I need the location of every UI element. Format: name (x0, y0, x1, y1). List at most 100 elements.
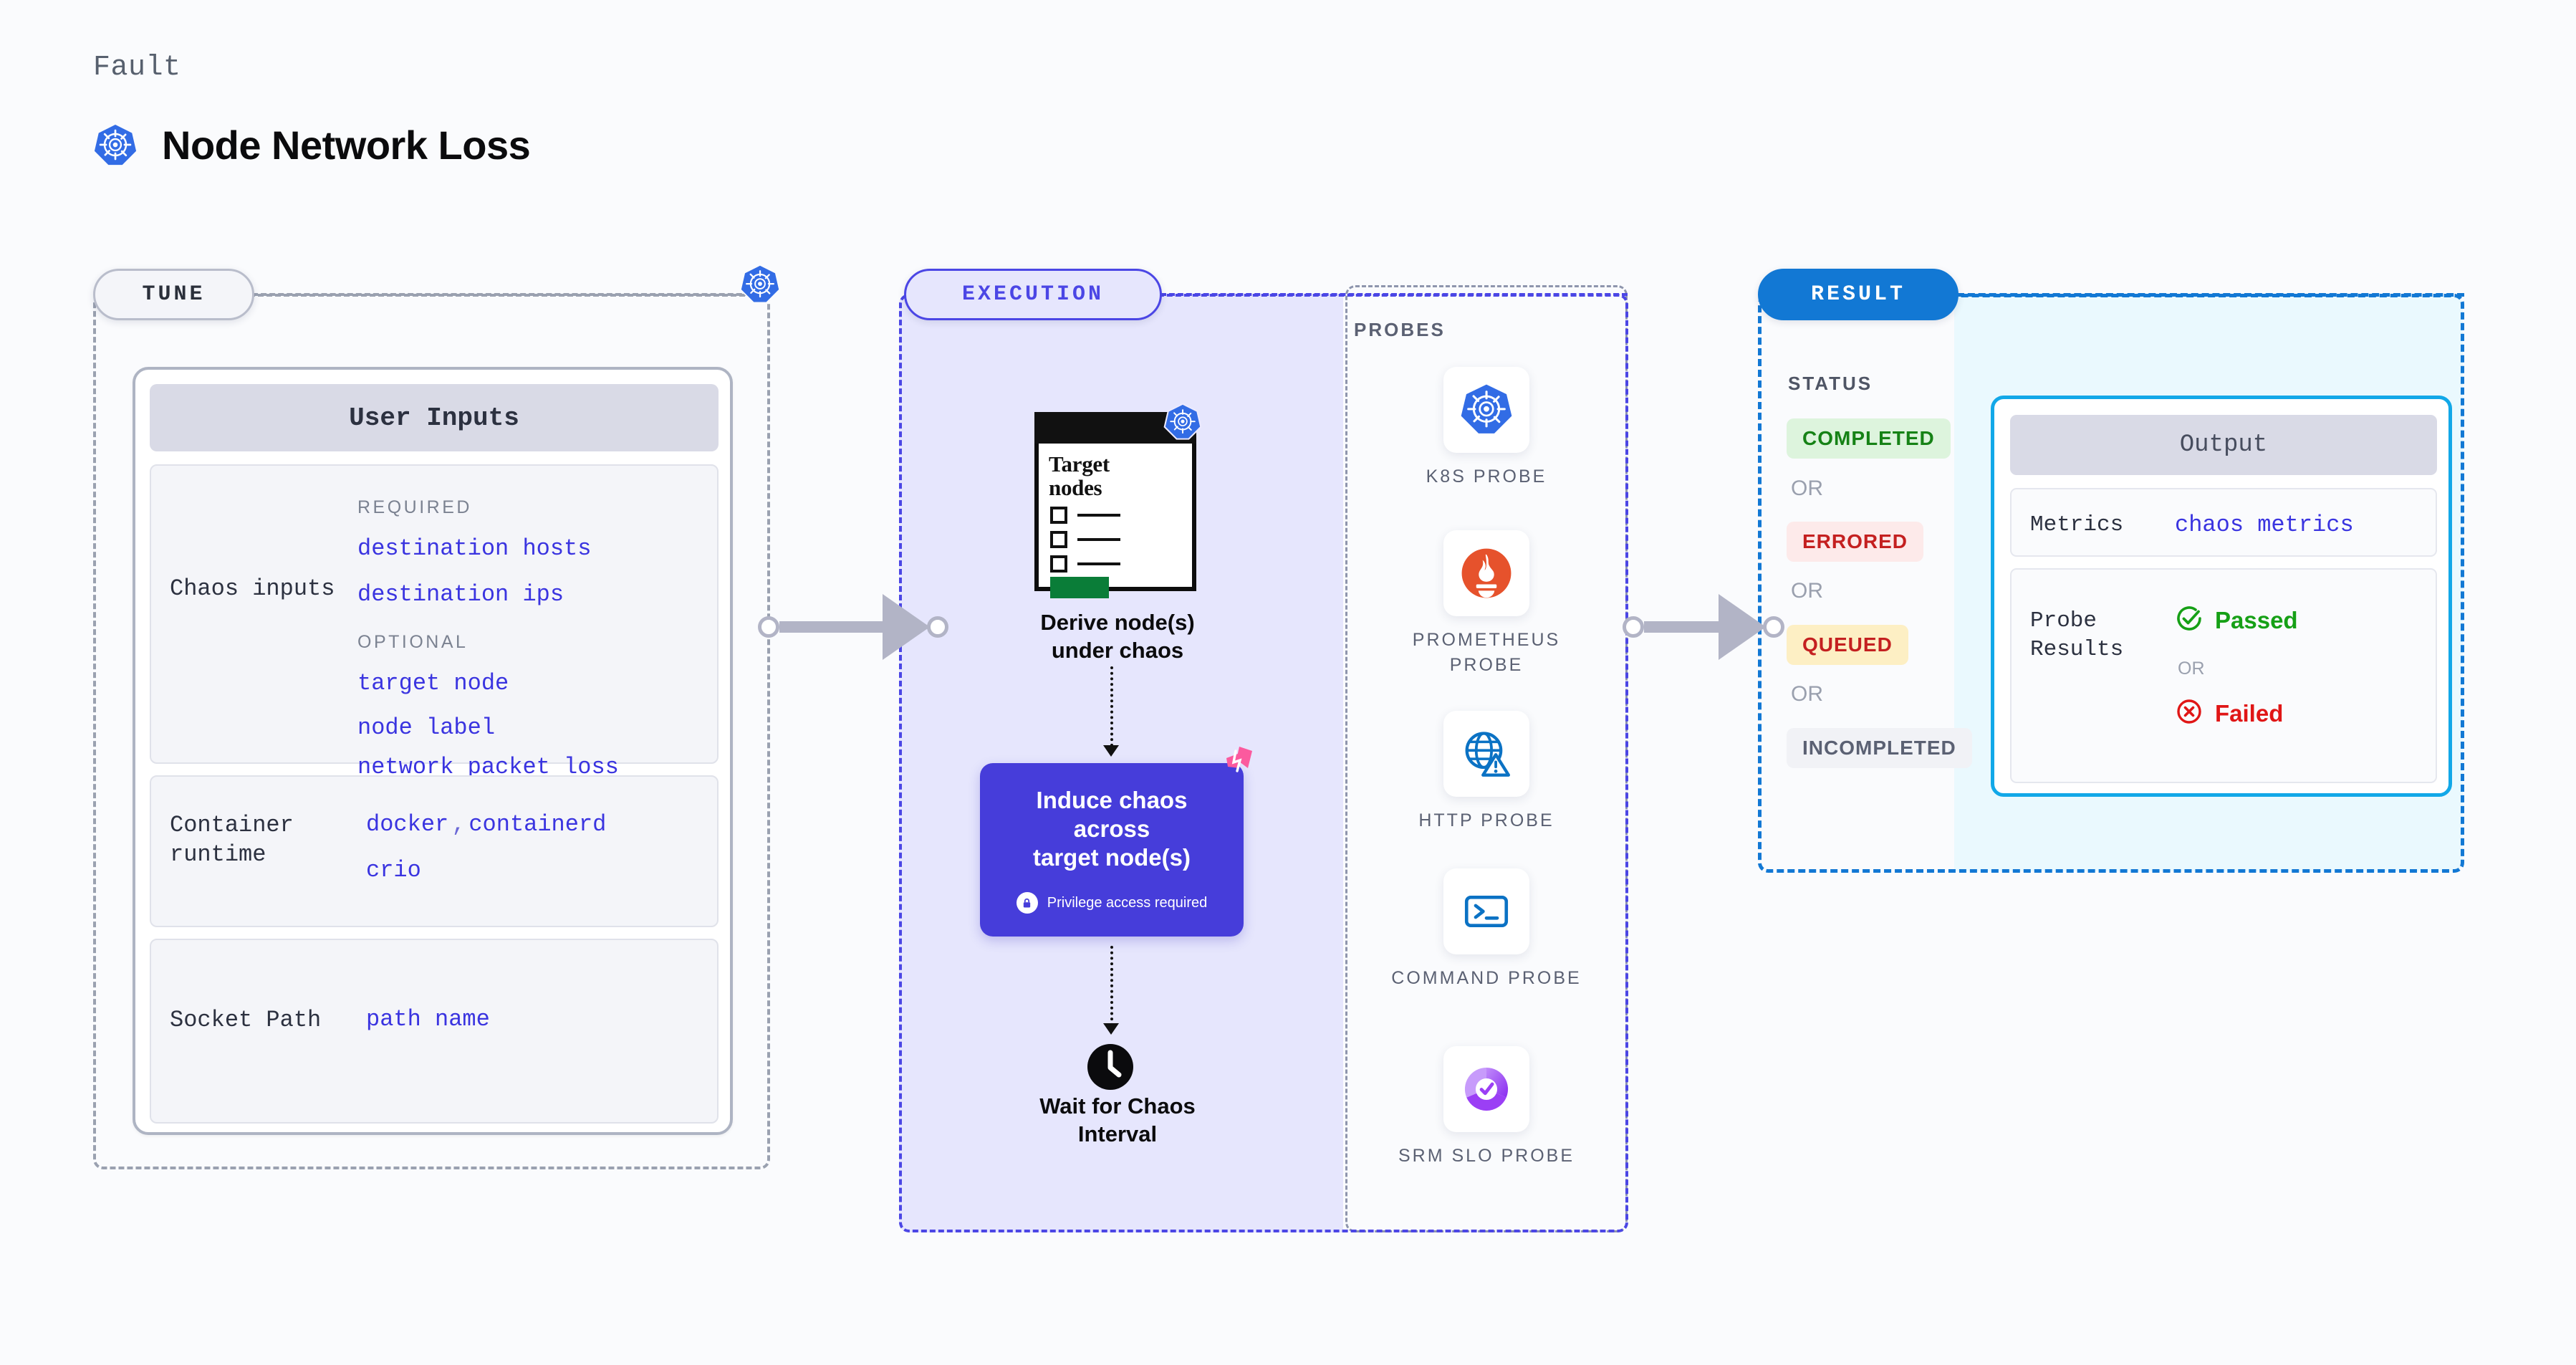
terminal-icon (1443, 868, 1529, 954)
token-destination-hosts[interactable]: destination hosts (357, 535, 592, 562)
status-badge-incompleted: INCOMPLETED (1787, 728, 1972, 768)
probe-item-k8s[interactable]: K8S PROBE (1379, 367, 1594, 489)
user-inputs-title: User Inputs (150, 384, 719, 451)
list-line (1077, 562, 1120, 565)
status-badge-completed: COMPLETED (1787, 418, 1951, 459)
socket-path-label: Socket Path (170, 1007, 322, 1033)
metrics-label: Metrics (2030, 512, 2124, 537)
probe-result-passed: Passed (2175, 604, 2298, 636)
checkbox-row (1050, 555, 1120, 573)
harness-logo-icon (1218, 744, 1255, 785)
list-line (1077, 538, 1120, 541)
stage-pill-result[interactable]: RESULT (1758, 269, 1959, 320)
checkbox-row (1050, 507, 1120, 524)
globe-warning-icon (1443, 711, 1529, 797)
flow-shaft (1644, 621, 1721, 633)
probe-label: COMMAND PROBE (1391, 968, 1582, 988)
clock-icon (1086, 1043, 1135, 1095)
x-circle-icon (2175, 697, 2203, 729)
arrowhead-icon (1103, 745, 1119, 757)
probe-result-failed: Failed (2175, 697, 2283, 729)
connector-line (1110, 666, 1113, 747)
flow-arrow-tune-to-execution (758, 594, 948, 660)
green-bar-icon (1050, 577, 1109, 598)
result-header-connector (1957, 293, 2464, 297)
or-separator: OR (1791, 682, 1823, 706)
checkbox-icon[interactable] (1050, 555, 1067, 573)
lock-icon (1016, 892, 1038, 914)
token-containerd[interactable]: containerd (468, 811, 607, 838)
token-node-label[interactable]: node label (357, 714, 496, 741)
derive-nodes-caption: Derive node(s) under chaos (1040, 610, 1195, 663)
probe-label: SRM SLO PROBE (1398, 1146, 1575, 1166)
output-card: Output Metrics chaos metrics Probe Resul… (1991, 396, 2452, 797)
user-inputs-card: User Inputs Chaos inputs REQUIRED destin… (133, 367, 733, 1135)
metrics-row: Metrics chaos metrics (2010, 488, 2437, 557)
token-destination-ips[interactable]: destination ips (357, 580, 564, 608)
flow-arrowhead (1719, 594, 1766, 660)
privilege-text: Privilege access required (1047, 894, 1208, 911)
kubernetes-icon (93, 123, 138, 168)
stage-pill-tune[interactable]: TUNE (93, 269, 254, 320)
probe-item-http[interactable]: HTTP PROBE (1379, 711, 1594, 833)
status-section-title: STATUS (1788, 373, 1873, 394)
chaos-inputs-section: Chaos inputs REQUIRED destination hosts … (150, 464, 719, 855)
target-nodes-title: Target nodes (1049, 451, 1110, 501)
probe-results-row: Probe Results Passed OR (2010, 568, 2437, 783)
flow-end-dot (927, 616, 948, 638)
token-target-node[interactable]: target node (357, 670, 509, 697)
socket-path-section: Socket Path path name (150, 939, 719, 1124)
srm-slo-icon (1443, 1046, 1529, 1132)
probe-label: K8S PROBE (1426, 466, 1547, 487)
output-title: Output (2010, 415, 2437, 475)
kubernetes-icon (1443, 367, 1529, 453)
checkbox-icon[interactable] (1050, 531, 1067, 548)
flow-end-dot (1763, 616, 1784, 638)
execution-header-connector (1160, 293, 1628, 296)
wait-interval-caption: Wait for Chaos Interval (1039, 1093, 1196, 1146)
privilege-notice: Privilege access required (1016, 892, 1208, 914)
kubernetes-icon (1163, 403, 1202, 445)
checkbox-icon[interactable] (1050, 507, 1067, 524)
or-separator: OR (2178, 658, 2205, 679)
target-nodes-card: Target nodes (1034, 412, 1196, 598)
flow-arrowhead (883, 594, 930, 660)
or-separator: OR (1791, 579, 1823, 603)
status-badge-errored: ERRORED (1787, 522, 1924, 562)
induce-chaos-title: Induce chaos across target node(s) (1032, 786, 1191, 871)
connector-line (1110, 946, 1113, 1026)
check-circle-icon (2175, 604, 2203, 636)
flow-arrow-execution-to-result (1623, 594, 1784, 660)
probe-label: PROMETHEUS PROBE (1412, 630, 1561, 675)
kubernetes-icon (739, 264, 781, 309)
arrowhead-icon (1103, 1023, 1119, 1035)
probe-item-srm-slo[interactable]: SRM SLO PROBE (1379, 1046, 1594, 1169)
probe-results-label: Probe Results (2030, 608, 2124, 663)
container-runtime-section: Container runtime docker , containerd cr… (150, 775, 719, 927)
optional-caption: OPTIONAL (357, 632, 468, 653)
tune-header-connector (252, 293, 768, 296)
token-docker[interactable]: docker (366, 811, 449, 838)
page-title-row: Node Network Loss (93, 122, 531, 168)
probes-section-title: PROBES (1354, 319, 1446, 340)
probe-item-command[interactable]: COMMAND PROBE (1379, 868, 1594, 991)
checkbox-row (1050, 531, 1120, 548)
flow-shaft (779, 621, 885, 633)
page-eyebrow: Fault (93, 52, 181, 84)
metrics-value[interactable]: chaos metrics (2175, 512, 2354, 538)
stage-pill-execution[interactable]: EXECUTION (904, 269, 1162, 320)
status-badge-queued: QUEUED (1787, 625, 1908, 665)
probe-item-prometheus[interactable]: PROMETHEUS PROBE (1379, 530, 1594, 678)
prometheus-icon (1443, 530, 1529, 616)
page-title: Node Network Loss (162, 123, 531, 168)
list-line (1077, 514, 1120, 517)
token-crio[interactable]: crio (366, 856, 421, 883)
container-runtime-label: Container runtime (170, 812, 294, 868)
failed-label: Failed (2215, 699, 2284, 727)
chaos-inputs-label: Chaos inputs (170, 575, 335, 602)
flow-start-dot (758, 616, 779, 638)
induce-chaos-card[interactable]: Induce chaos across target node(s) Privi… (980, 763, 1244, 937)
token-separator: , (451, 811, 466, 838)
flow-start-dot (1623, 616, 1644, 638)
token-path-name[interactable]: path name (366, 1006, 490, 1033)
